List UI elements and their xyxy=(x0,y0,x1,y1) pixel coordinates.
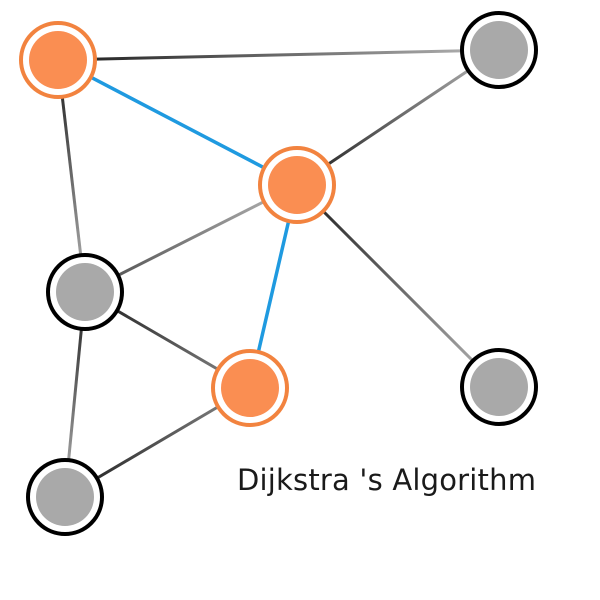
graph-node-n6[interactable] xyxy=(26,458,104,536)
node-fill xyxy=(29,31,87,89)
algorithm-title-label: Dijkstra 's Algorithm xyxy=(237,463,536,497)
node-fill xyxy=(36,468,94,526)
graph-node-n4[interactable] xyxy=(211,349,289,427)
graph-node-n3[interactable] xyxy=(46,253,124,331)
graph-node-n5[interactable] xyxy=(460,348,538,426)
graph-edge[interactable] xyxy=(84,183,298,294)
graph-edge[interactable] xyxy=(57,58,298,187)
graph-edge[interactable] xyxy=(57,48,500,62)
node-fill xyxy=(470,21,528,79)
graph-node-n1[interactable] xyxy=(460,11,538,89)
node-fill xyxy=(268,156,326,214)
edges-layer xyxy=(56,48,501,499)
nodes-layer xyxy=(19,11,538,536)
node-fill xyxy=(221,359,279,417)
graph-edge[interactable] xyxy=(295,183,501,389)
node-fill xyxy=(470,358,528,416)
graph-edge[interactable] xyxy=(296,48,500,187)
graph-node-n0[interactable] xyxy=(19,21,97,99)
node-fill xyxy=(56,263,114,321)
graph-node-n2[interactable] xyxy=(258,146,336,224)
